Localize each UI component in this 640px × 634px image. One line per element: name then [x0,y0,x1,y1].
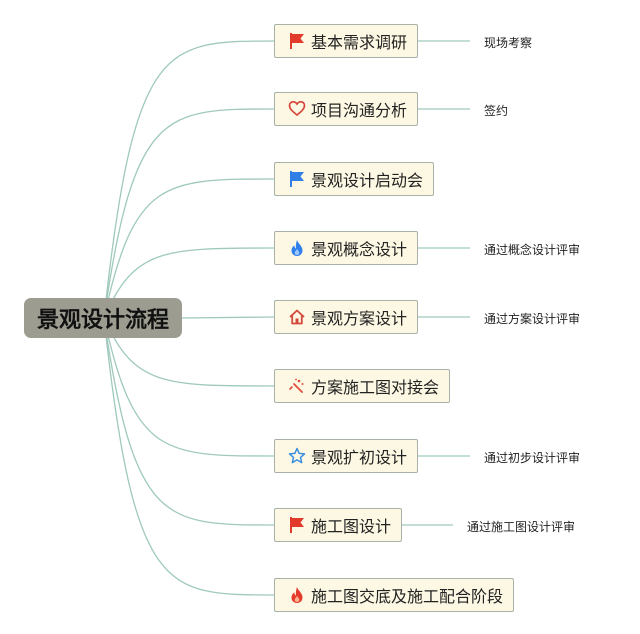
connector-line [103,317,275,457]
connector-line [103,247,275,319]
step-node[interactable]: 方案施工图对接会 [274,369,451,403]
step-label: 项目沟通分析 [311,101,408,120]
step-node[interactable]: 基本需求调研 [274,24,419,58]
blue-flag-icon [287,169,307,189]
step-note: 通过概念设计评审 [484,243,581,257]
step-node[interactable]: 施工图设计 [274,508,403,542]
connector-line [103,317,275,596]
step-label: 基本需求调研 [311,33,408,52]
step-note: 通过初步设计评审 [484,451,581,465]
step-node[interactable]: 项目沟通分析 [274,92,419,126]
connector-line [103,317,275,387]
connector-line [181,316,275,319]
step-node[interactable]: 景观概念设计 [274,231,419,265]
step-label: 景观概念设计 [311,240,408,259]
step-node[interactable]: 景观方案设计 [274,300,419,334]
step-label: 施工图设计 [311,517,392,536]
connector-line [103,178,275,319]
heart-icon [287,99,307,119]
connector-line [103,317,275,526]
step-label: 施工图交底及施工配合阶段 [311,587,504,606]
red-flame-icon [287,585,307,605]
blue-flame-icon [287,238,307,258]
star-icon [287,446,307,466]
central-topic: 景观设计流程 [24,298,182,338]
step-label: 景观扩初设计 [311,448,408,467]
central-topic-label: 景观设计流程 [36,308,169,333]
step-node[interactable]: 景观设计启动会 [274,162,435,196]
home-icon [287,307,307,327]
step-node[interactable]: 施工图交底及施工配合阶段 [274,578,515,612]
step-label: 方案施工图对接会 [311,378,440,397]
step-note: 通过方案设计评审 [484,312,581,326]
step-node[interactable]: 景观扩初设计 [274,439,419,473]
step-note: 现场考察 [484,36,533,50]
step-label: 景观方案设计 [311,309,408,328]
connector-line [103,40,275,319]
step-note: 通过施工图设计评审 [467,520,576,534]
sparkle-icon [287,376,307,396]
red-flag-icon [287,31,307,51]
step-note: 签约 [484,104,509,118]
connector-line [103,108,275,319]
red-flag-icon [287,515,307,535]
step-label: 景观设计启动会 [311,171,424,190]
